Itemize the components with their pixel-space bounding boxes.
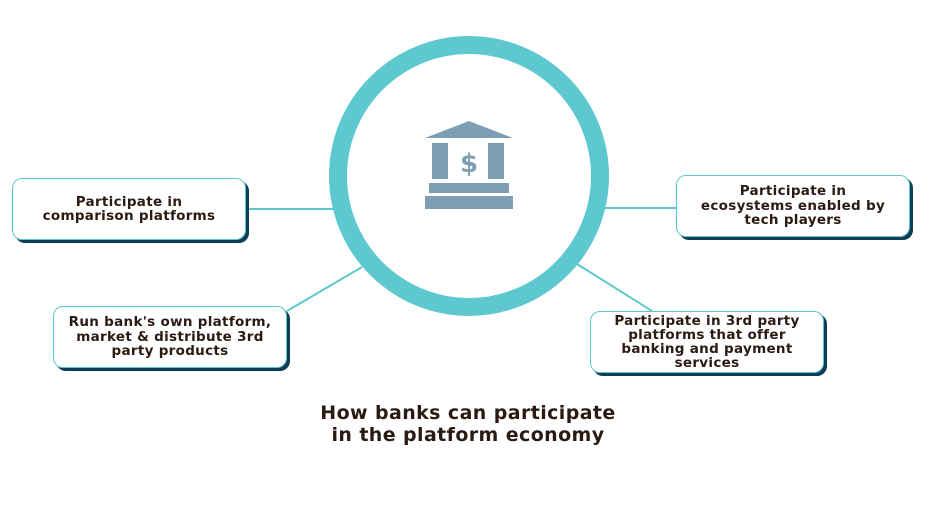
- node-label-line: Run bank's own platform,: [68, 314, 272, 331]
- node-label-line: comparison platforms: [42, 208, 216, 224]
- node-label-line: tech players: [744, 212, 842, 229]
- node-own-platform: Run bank's own platform, market & distri…: [53, 306, 287, 368]
- connector-third-party: [576, 263, 653, 312]
- caption-line-2: in the platform economy: [331, 424, 605, 446]
- center-ring: [329, 36, 609, 316]
- node-label-line: market & distribute 3rd: [76, 328, 264, 345]
- node-label-line: services: [674, 355, 740, 371]
- node-third-party-platforms: Participate in 3rd party platforms that …: [590, 311, 824, 373]
- node-label-line: Participate in: [75, 193, 183, 210]
- node-label-line: Participate in: [739, 183, 847, 200]
- node-tech-ecosystems: Participate in ecosystems enabled by tec…: [676, 175, 910, 237]
- connector-own-platform: [286, 266, 363, 312]
- node-label-line: platforms that offer: [628, 327, 786, 343]
- svg-text:$: $: [460, 149, 478, 179]
- node-comparison-platforms: Participate in comparison platforms: [12, 178, 246, 240]
- node-label-line: ecosystems enabled by: [700, 197, 886, 214]
- caption-line-1: How banks can participate: [320, 402, 616, 424]
- node-label-line: banking and payment: [621, 341, 793, 357]
- bank-dollar-icon: $: [425, 121, 513, 209]
- node-label-line: Participate in 3rd party: [614, 313, 800, 329]
- node-label-line: party products: [111, 343, 229, 360]
- diagram-caption: How banks can participate in the platfor…: [268, 402, 668, 446]
